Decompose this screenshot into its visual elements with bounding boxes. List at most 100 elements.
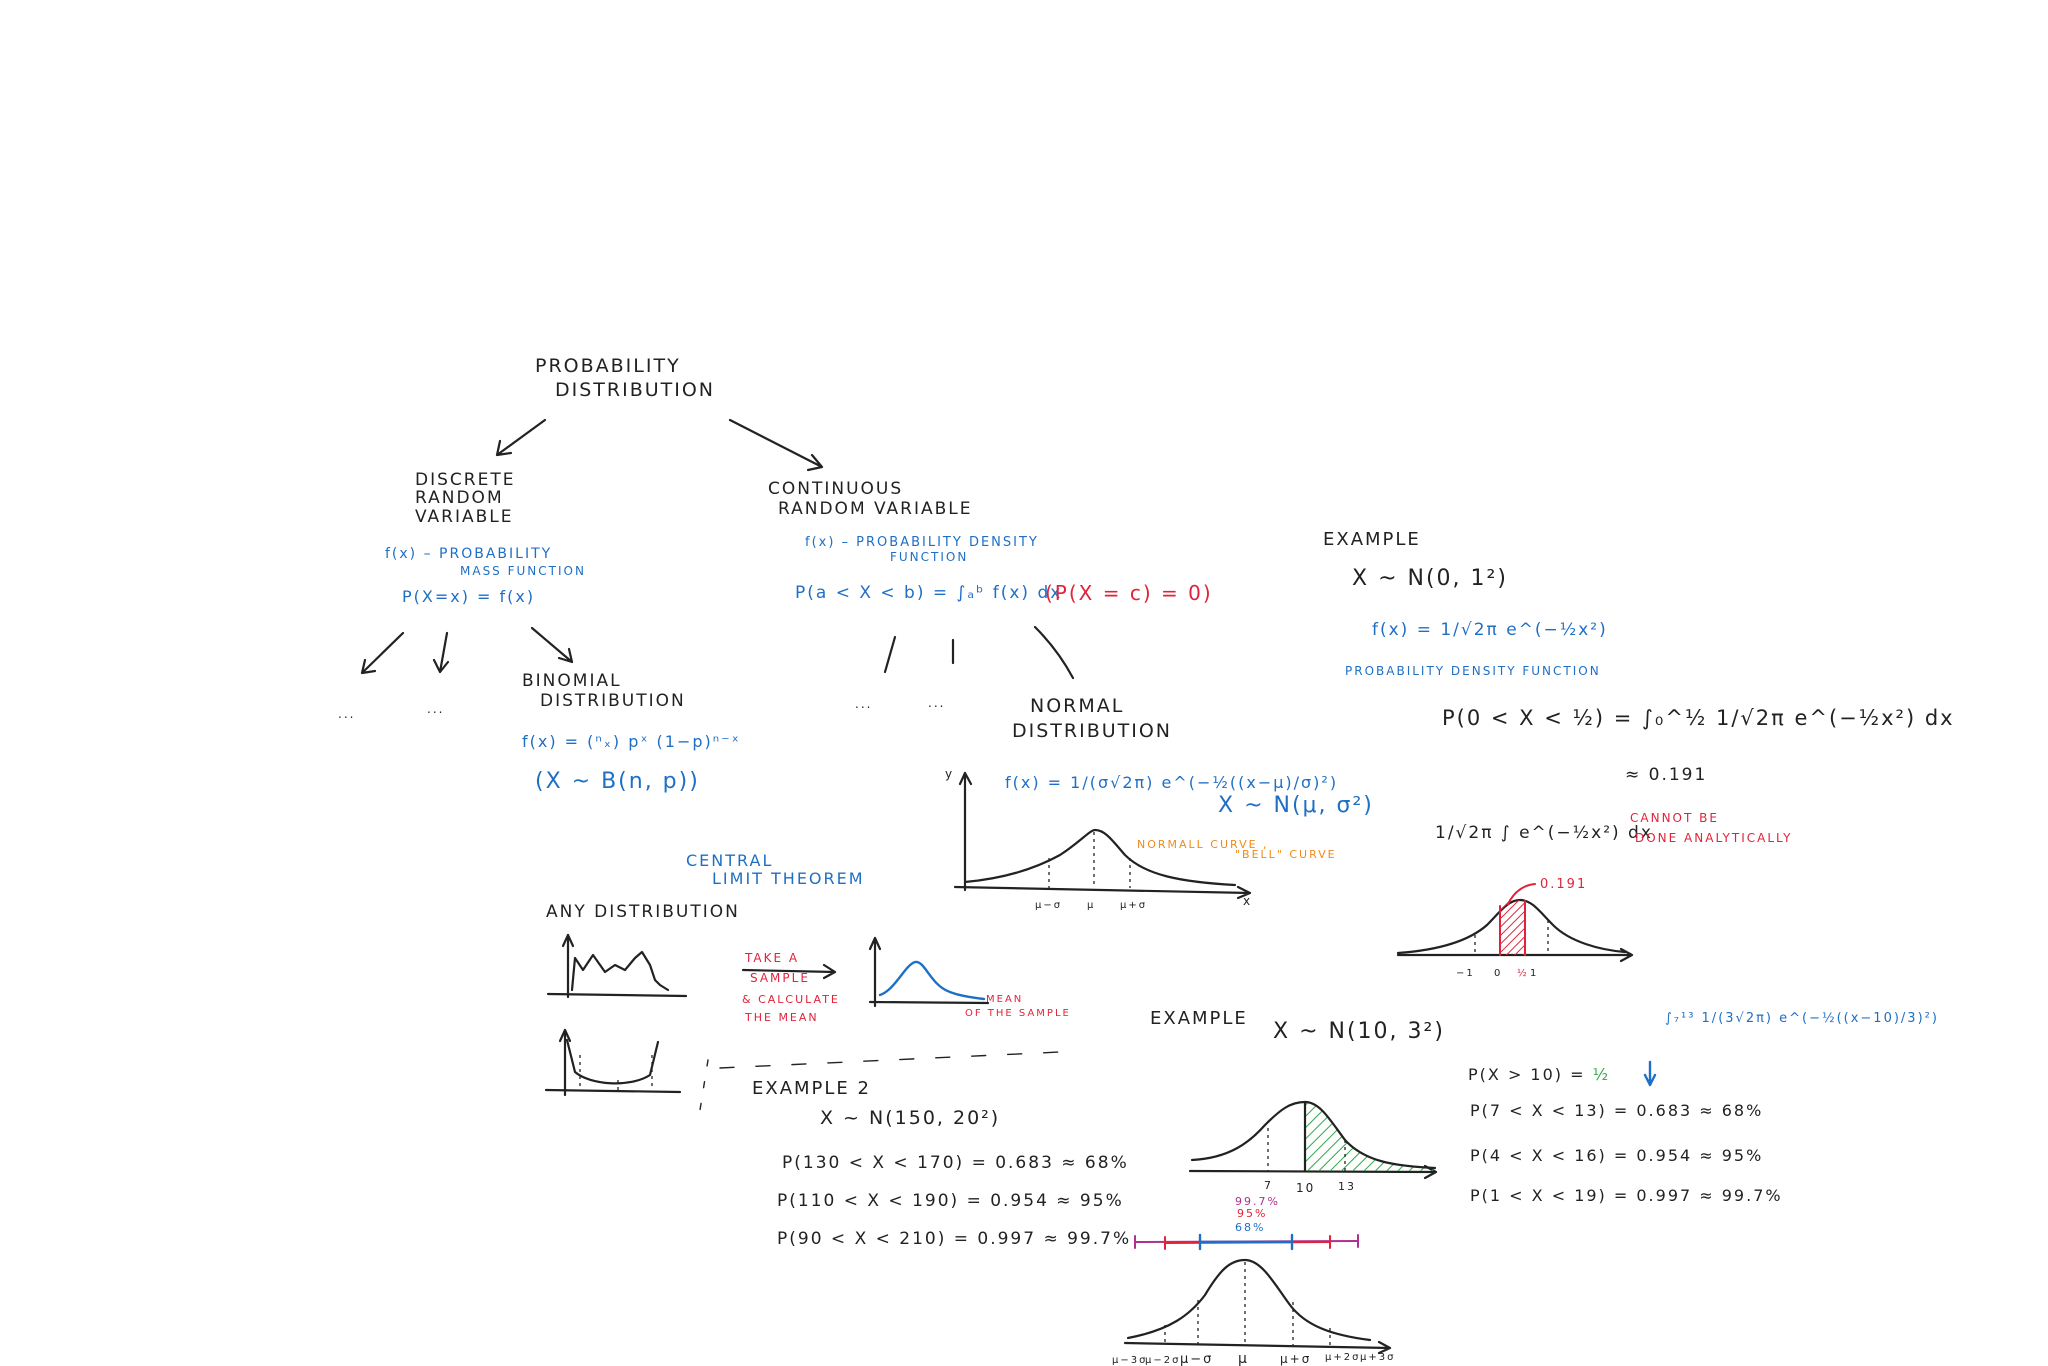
svg-text:½: ½ [1517, 967, 1529, 979]
dashed-divider-2 [699, 1059, 709, 1111]
svg-text:x: x [1243, 894, 1252, 908]
svg-text:DISTRIBUTION: DISTRIBUTION [540, 691, 686, 711]
clt-section: CENTRAL LIMIT THEOREM ANY DISTRIBUTION T… [544, 851, 1071, 1097]
dashed-divider [719, 1051, 1061, 1069]
svg-text:EXAMPLE 2: EXAMPLE 2 [752, 1078, 871, 1099]
svg-text:f(x) = 1/(σ√2π) e^(−½((x−μ)/σ): f(x) = 1/(σ√2π) e^(−½((x−μ)/σ)²) [1005, 773, 1338, 792]
svg-text:LIMIT THEOREM: LIMIT THEOREM [712, 869, 865, 888]
svg-text:P(X > 10) = ½: P(X > 10) = ½ [1468, 1065, 1610, 1084]
svg-text:(P(X = c) = 0): (P(X = c) = 0) [1045, 581, 1213, 605]
svg-text:f(x) = 1/√2π e^(−½x²): f(x) = 1/√2π e^(−½x²) [1372, 620, 1608, 640]
svg-text:μ+3σ: μ+3σ [1360, 1352, 1395, 1363]
svg-text:X ~ N(150, 20²): X ~ N(150, 20²) [820, 1107, 1000, 1129]
svg-text:MASS FUNCTION: MASS FUNCTION [460, 564, 586, 578]
svg-text:NORMALL CURVE ,: NORMALL CURVE , [1137, 838, 1269, 851]
example-n10-curve: 7 10 13 [1188, 1100, 1438, 1195]
svg-text:f(x) = (ⁿₓ) pˣ (1−p)ⁿ⁻ˣ: f(x) = (ⁿₓ) pˣ (1−p)ⁿ⁻ˣ [522, 732, 741, 751]
arrow-discrete-1 [360, 631, 405, 675]
svg-text:SAMPLE: SAMPLE [750, 971, 810, 985]
svg-text:P(110 < X < 190) = 0.954 ≈ 95%: P(110 < X < 190) = 0.954 ≈ 95% [777, 1191, 1124, 1211]
empirical-rule-plot: 99.7% 95% 68% μ−3σ μ−2σ μ−σ μ μ+σ μ+2σ μ… [1112, 1195, 1395, 1366]
svg-text:FUNCTION: FUNCTION [890, 550, 968, 564]
svg-text:1: 1 [1530, 968, 1538, 979]
arrow-discrete-3 [530, 626, 574, 664]
svg-text:95%: 95% [1237, 1207, 1267, 1220]
svg-text:RANDOM: RANDOM [415, 488, 504, 508]
svg-text:P(4 < X < 16) = 0.954 ≈ 95%: P(4 < X < 16) = 0.954 ≈ 95% [1470, 1146, 1763, 1165]
svg-text:P(1 < X < 19) = 0.997 ≈ 99.7%: P(1 < X < 19) = 0.997 ≈ 99.7% [1470, 1186, 1783, 1205]
arrow-to-discrete [495, 418, 547, 457]
svg-text:NORMAL: NORMAL [1030, 695, 1124, 717]
svg-text:(X ~ B(n, p)): (X ~ B(n, p)) [535, 769, 700, 794]
svg-text:EXAMPLE: EXAMPLE [1323, 529, 1421, 550]
svg-text:DONE ANALYTICALLY: DONE ANALYTICALLY [1635, 831, 1792, 845]
svg-text:μ+σ: μ+σ [1120, 900, 1147, 911]
continuous-line-1 [883, 635, 897, 674]
svg-text:0.191: 0.191 [1540, 877, 1587, 892]
continuous-line-3 [1033, 625, 1075, 680]
svg-text:μ: μ [1087, 900, 1095, 911]
svg-text:OF THE SAMPLE: OF THE SAMPLE [965, 1008, 1071, 1019]
svg-text:68%: 68% [1235, 1221, 1265, 1234]
svg-text:y: y [945, 767, 954, 781]
svg-text:7: 7 [1264, 1179, 1273, 1192]
svg-text:1/√2π ∫ e^(−½x²) dx: 1/√2π ∫ e^(−½x²) dx [1435, 823, 1653, 843]
normal-branch: NORMAL DISTRIBUTION f(x) = 1/(σ√2π) e^(−… [1005, 695, 1374, 861]
root-title: PROBABILITY DISTRIBUTION [535, 355, 715, 401]
example1-section: EXAMPLE X ~ N(0, 1²) f(x) = 1/√2π e^(−½x… [1323, 529, 1955, 845]
svg-text:CANNOT BE: CANNOT BE [1630, 811, 1719, 825]
arrow-discrete-2 [432, 631, 450, 674]
svg-text:X ~ N(μ, σ²): X ~ N(μ, σ²) [1218, 793, 1374, 818]
svg-text:DISTRIBUTION: DISTRIBUTION [555, 379, 715, 401]
svg-text:f(x) – PROBABILITY: f(x) – PROBABILITY [385, 546, 552, 562]
svg-text:≈ 0.191: ≈ 0.191 [1625, 765, 1707, 785]
arrow-to-continuous [728, 418, 824, 472]
svg-text:μ−σ: μ−σ [1180, 1352, 1213, 1366]
svg-text:VARIABLE: VARIABLE [415, 507, 514, 527]
example1-curve: 0.191 −1 0 ½ 1 [1396, 877, 1634, 979]
svg-text:ANY DISTRIBUTION: ANY DISTRIBUTION [546, 902, 740, 922]
svg-text:−1: −1 [1456, 968, 1475, 979]
svg-text:f(x) – PROBABILITY DENSITY: f(x) – PROBABILITY DENSITY [805, 535, 1039, 550]
svg-text:& CALCULATE: & CALCULATE [742, 993, 840, 1006]
continuous-branch: CONTINUOUS RANDOM VARIABLE f(x) – PROBAB… [768, 479, 1213, 605]
svg-text:THE MEAN: THE MEAN [744, 1011, 819, 1024]
svg-text:PROBABILITY: PROBABILITY [535, 355, 681, 377]
svg-text:99.7%: 99.7% [1235, 1195, 1280, 1208]
normal-curve-plot: y x μ−σ μ μ+σ [945, 767, 1252, 911]
svg-text:0: 0 [1494, 968, 1502, 979]
svg-text:BINOMIAL: BINOMIAL [522, 671, 622, 691]
dots-continuous-1: ... [855, 697, 872, 711]
svg-text:CONTINUOUS: CONTINUOUS [768, 479, 903, 499]
svg-text:10: 10 [1296, 1181, 1315, 1195]
svg-text:μ−3σ: μ−3σ [1112, 1355, 1147, 1366]
svg-text:μ+σ: μ+σ [1280, 1352, 1311, 1366]
svg-text:∫₇¹³ 1/(3√2π) e^(−½((x−10)/3)²: ∫₇¹³ 1/(3√2π) e^(−½((x−10)/3)²) [1665, 1011, 1939, 1026]
svg-text:P(130 < X < 170) = 0.683 ≈ 68%: P(130 < X < 170) = 0.683 ≈ 68% [782, 1153, 1129, 1173]
svg-text:MEAN: MEAN [986, 994, 1023, 1005]
dots-discrete-1: ... [338, 707, 355, 721]
dots-discrete-2: ... [427, 702, 444, 716]
svg-text:P(0 < X < ½) = ∫₀^½ 1/√2π e^(−: P(0 < X < ½) = ∫₀^½ 1/√2π e^(−½x²) dx [1442, 706, 1955, 730]
svg-text:X ~ N(0, 1²): X ~ N(0, 1²) [1352, 566, 1508, 591]
example-n10-section: EXAMPLE X ~ N(10, 3²) ∫₇¹³ 1/(3√2π) e^(−… [1150, 1008, 1939, 1205]
svg-text:13: 13 [1338, 1180, 1356, 1193]
dots-continuous-2: ... [928, 696, 945, 710]
svg-text:P(90 < X < 210) = 0.997 ≈ 99.7: P(90 < X < 210) = 0.997 ≈ 99.7% [777, 1229, 1131, 1249]
svg-text:CENTRAL: CENTRAL [686, 851, 773, 870]
svg-text:μ−σ: μ−σ [1035, 900, 1062, 911]
discrete-branch: DISCRETE RANDOM VARIABLE f(x) – PROBABIL… [385, 470, 586, 606]
svg-text:RANDOM VARIABLE: RANDOM VARIABLE [778, 499, 973, 519]
svg-text:P(7 < X < 13) = 0.683 ≈ 68%: P(7 < X < 13) = 0.683 ≈ 68% [1470, 1101, 1763, 1120]
svg-text:X ~ N(10, 3²): X ~ N(10, 3²) [1273, 1019, 1445, 1044]
svg-text:PROBABILITY DENSITY FUNCTION: PROBABILITY DENSITY FUNCTION [1345, 664, 1601, 678]
svg-text:μ+2σ: μ+2σ [1325, 1352, 1360, 1363]
svg-text:DISTRIBUTION: DISTRIBUTION [1012, 720, 1172, 742]
svg-text:DISCRETE: DISCRETE [415, 470, 515, 490]
svg-text:P(X=x) = f(x): P(X=x) = f(x) [402, 587, 535, 606]
svg-text:μ: μ [1238, 1351, 1249, 1366]
svg-text:μ−2σ: μ−2σ [1145, 1355, 1180, 1366]
binomial-branch: BINOMIAL DISTRIBUTION f(x) = (ⁿₓ) pˣ (1−… [522, 671, 741, 794]
svg-text:P(a < X < b) = ∫ₐᵇ f(x) dx: P(a < X < b) = ∫ₐᵇ f(x) dx [795, 583, 1062, 603]
